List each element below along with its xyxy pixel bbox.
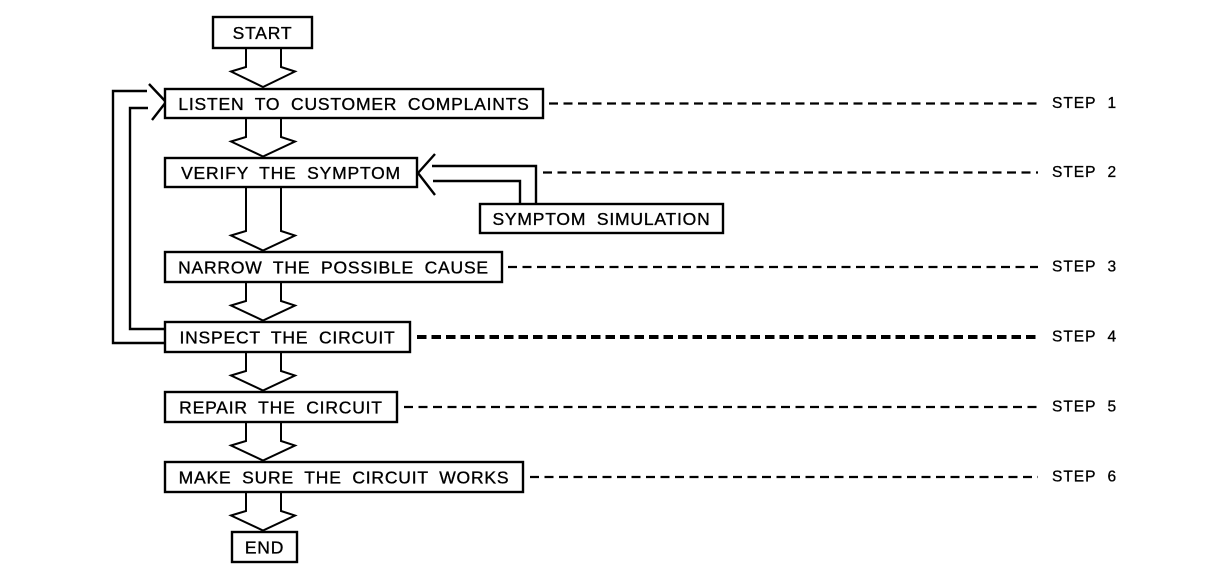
node-label-verify: VERIFY THE SYMPTOM [181, 163, 401, 183]
step5-label: STEP 5 [1052, 399, 1117, 416]
node-listen-to-customer-complaints: LISTEN TO CUSTOMER COMPLAINTS [163, 87, 545, 120]
flow-arrow-repair-to-makesure [228, 422, 298, 462]
symptom-connector-upper-line [432, 164, 538, 204]
node-box-make-sure [163, 460, 525, 494]
flow-arrow-inspect-to-repair [228, 352, 298, 392]
flow-arrow-makesure-to-end [228, 492, 298, 532]
node-box-verify [163, 156, 419, 189]
node-box-listen [163, 87, 545, 120]
feedback-arrowhead-icon [148, 83, 168, 121]
node-label-narrow: NARROW THE POSSIBLE CAUSE [178, 258, 489, 278]
node-label-symptom-simulation: SYMPTOM SIMULATION [492, 209, 710, 229]
feedback-loop-outer-line [111, 89, 165, 345]
connector-symptom-to-verify [416, 153, 538, 204]
flow-arrow-start-to-listen [228, 48, 298, 89]
step1-label: STEP 1 [1052, 95, 1117, 112]
symptom-connector-lower-line [433, 179, 522, 204]
node-box-start [211, 15, 314, 50]
node-box-symptom-simulation [478, 202, 725, 235]
node-label-start: START [233, 23, 293, 43]
node-label-listen: LISTEN TO CUSTOMER COMPLAINTS [178, 94, 529, 114]
node-label-repair: REPAIR THE CIRCUIT [179, 398, 383, 418]
step2-label: STEP 2 [1052, 164, 1117, 181]
node-make-sure-the-circuit-works: MAKE SURE THE CIRCUIT WORKS [163, 460, 525, 494]
feedback-loop-inspect-to-listen [111, 83, 168, 345]
node-label-make-sure: MAKE SURE THE CIRCUIT WORKS [179, 468, 510, 488]
node-box-inspect [163, 320, 412, 354]
symptom-arrowhead-icon [416, 153, 436, 196]
node-end: END [230, 530, 299, 564]
flow-arrow-verify-to-narrow [228, 187, 298, 252]
node-label-end: END [245, 538, 284, 558]
step6-label: STEP 6 [1052, 469, 1117, 486]
node-repair-the-circuit: REPAIR THE CIRCUIT [163, 390, 399, 424]
node-box-repair [163, 390, 399, 424]
node-label-inspect: INSPECT THE CIRCUIT [179, 328, 395, 348]
step3-label: STEP 3 [1052, 259, 1117, 276]
node-start: START [211, 15, 314, 50]
feedback-loop-inner-line [128, 106, 165, 331]
node-narrow-the-possible-cause: NARROW THE POSSIBLE CAUSE [163, 250, 504, 284]
node-inspect-the-circuit: INSPECT THE CIRCUIT [163, 320, 412, 354]
node-verify-the-symptom: VERIFY THE SYMPTOM [163, 156, 419, 189]
flow-arrow-listen-to-verify [228, 118, 298, 158]
node-box-end [230, 530, 299, 564]
step4-label: STEP 4 [1052, 329, 1117, 346]
node-symptom-simulation: SYMPTOM SIMULATION [478, 202, 725, 235]
node-box-narrow [163, 250, 504, 284]
flow-arrow-narrow-to-inspect [228, 282, 298, 322]
